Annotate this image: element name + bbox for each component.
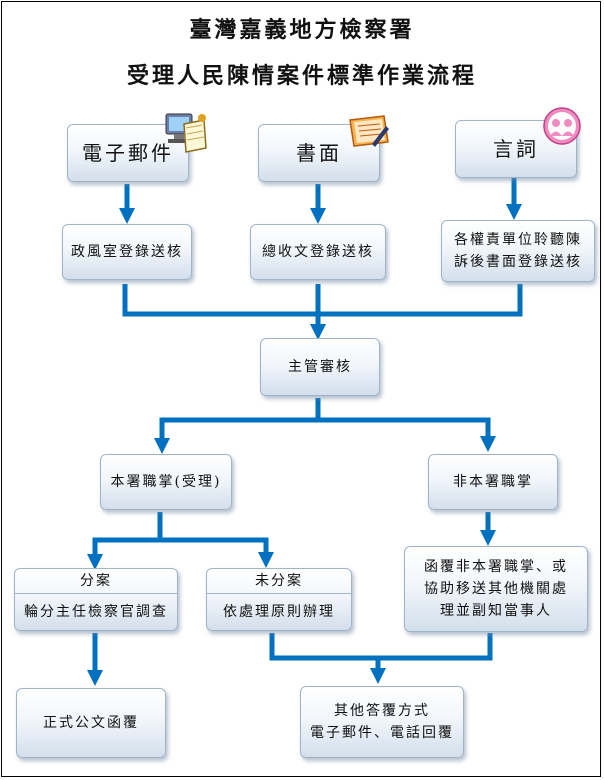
out-scope-action-line2: 協助移送其他機關處 [424,581,568,597]
other-reply-box: 其他答覆方式 電子郵件、電話回覆 [300,686,464,758]
arrow-nosplit-to-other [269,633,493,676]
arrow-review-to-branches [159,398,488,444]
reg-oral-line2: 訴後書面登錄送核 [454,254,582,270]
out-scope-label: 非本署職掌 [453,474,533,490]
split-case-header: 分案 [15,569,177,594]
no-split-case-box: 未分案 依處理原則辦理 [206,568,352,631]
split-case-box: 分案 輪分主任檢察官調查 [14,568,178,631]
reg-email-box: 政風室登錄送核 [62,224,192,280]
out-scope-action-box: 函覆非本署職掌、或 協助移送其他機關處 理並副知當事人 [404,546,588,632]
out-scope-action-line3: 理並副知當事人 [440,603,552,619]
diagram-subtitle: 受理人民陳情案件標準作業流程 [126,63,477,89]
in-scope-box: 本署職掌(受理) [100,454,232,510]
other-reply-line1: 其他答覆方式 [334,703,430,719]
out-scope-box: 非本署職掌 [428,454,558,510]
reg-email-label: 政風室登錄送核 [71,244,183,260]
source-written-label: 書面 [296,141,342,165]
document-pen-icon [349,115,389,147]
out-scope-action-line1: 函覆非本署職掌、或 [424,559,568,575]
people-talking-icon [543,107,581,145]
other-reply-line2: 電子郵件、電話回覆 [310,725,454,741]
diagram-title: 臺灣嘉義地方檢察署 [189,17,415,43]
source-email-label: 電子郵件 [82,141,174,165]
reg-written-box: 總收文登錄送核 [250,224,386,280]
email-computer-icon [165,113,207,153]
reg-oral-box: 各權責單位聆聽陳 訴後書面登錄送核 [441,220,595,282]
source-oral-label: 言詞 [493,137,539,161]
no-split-case-header: 未分案 [207,569,351,594]
arrow-merge-to-review [122,284,523,332]
arrow-inscope-to-split [92,512,266,560]
no-split-case-body: 依處理原則辦理 [223,604,335,620]
review-label: 主管審核 [288,359,352,375]
in-scope-label: 本署職掌(受理) [110,474,222,490]
formal-reply-box: 正式公文函覆 [16,688,166,758]
reg-oral-line1: 各權責單位聆聽陳 [454,232,582,248]
review-box: 主管審核 [260,338,380,396]
reg-written-label: 總收文登錄送核 [262,244,374,260]
formal-reply-label: 正式公文函覆 [43,715,139,731]
split-case-body: 輪分主任檢察官調查 [24,604,168,620]
